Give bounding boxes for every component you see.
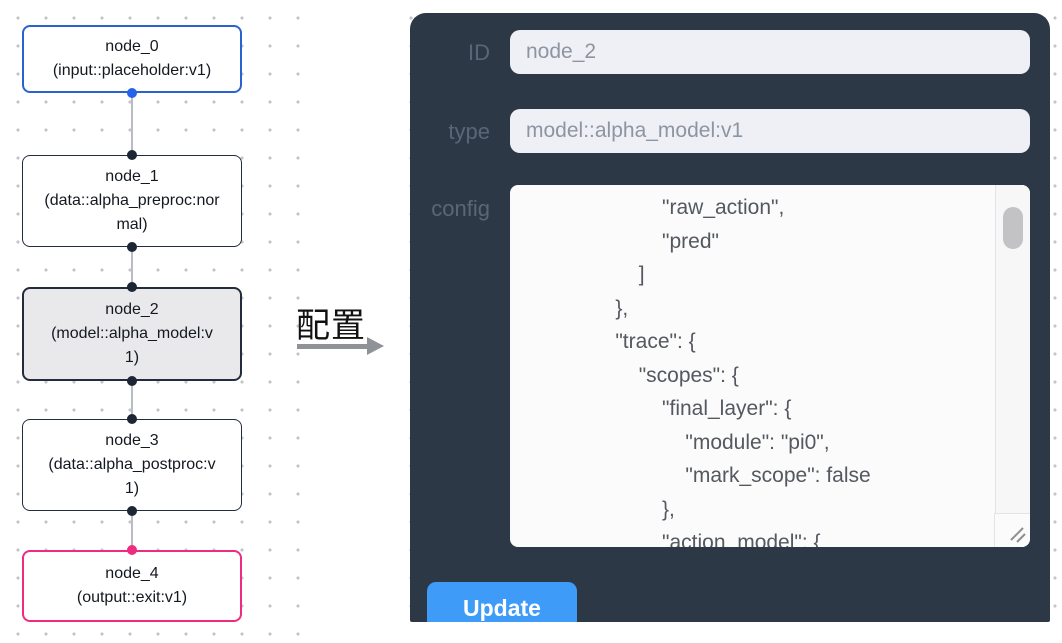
handle-target-node_4[interactable] (127, 545, 137, 555)
update-button[interactable]: Update (427, 582, 577, 622)
edge-node0-node1 (131, 93, 133, 155)
node-node_4[interactable]: node_4 (output::exit:v1) (22, 550, 242, 622)
node-subtitle: (model::alpha_model:v1) (51, 325, 213, 366)
type-label: type (448, 119, 490, 144)
annotation-label: 配置 (296, 307, 366, 345)
node-title: node_2 (105, 301, 159, 318)
config-json-text: "raw_action", "pred" ] }, "trace": { "sc… (615, 196, 871, 547)
resize-grip-icon (1010, 527, 1026, 543)
config-scrollbar-track[interactable] (995, 185, 1030, 513)
node-title: node_4 (105, 565, 159, 582)
node-title: node_1 (105, 168, 159, 185)
id-input[interactable] (510, 30, 1030, 74)
node-node_3[interactable]: node_3 (data::alpha_postproc:v1) (22, 419, 242, 511)
textarea-resize-handle[interactable] (994, 513, 1030, 547)
config-scrollbar-thumb[interactable] (1003, 207, 1023, 249)
node-subtitle: (output::exit:v1) (76, 589, 188, 606)
node-subtitle: (data::alpha_postproc:v1) (48, 456, 216, 497)
node-subtitle: (data::alpha_preproc:normal) (44, 192, 220, 233)
handle-target-node_3[interactable] (127, 414, 137, 424)
edge-node1-node2 (131, 247, 133, 287)
config-textarea[interactable]: "raw_action", "pred" ] }, "trace": { "sc… (510, 185, 1030, 547)
handle-target-node_2[interactable] (127, 282, 137, 292)
handle-source-node_3[interactable] (127, 506, 137, 516)
type-input[interactable] (510, 109, 1030, 153)
handle-source-node_2[interactable] (127, 376, 137, 386)
node-node_2[interactable]: node_2 (model::alpha_model:v1) (22, 287, 242, 381)
node-title: node_3 (105, 432, 159, 449)
annotation-arrow (297, 344, 369, 349)
node-subtitle: (input::placeholder:v1) (52, 62, 212, 79)
config-panel: ID type config "raw_action", "pred" ] },… (410, 13, 1050, 622)
edge-node2-node3 (131, 381, 133, 419)
node-node_1[interactable]: node_1 (data::alpha_preproc:normal) (22, 155, 242, 247)
annotation-arrowhead-icon (367, 337, 384, 355)
config-label: config (431, 196, 490, 221)
id-label: ID (468, 40, 490, 65)
handle-source-node_1[interactable] (127, 242, 137, 252)
node-node_0[interactable]: node_0 (input::placeholder:v1) (22, 25, 242, 93)
handle-source-node_0[interactable] (127, 88, 137, 98)
handle-target-node_1[interactable] (127, 150, 137, 160)
edge-node3-node4 (131, 511, 133, 550)
node-title: node_0 (105, 38, 159, 55)
